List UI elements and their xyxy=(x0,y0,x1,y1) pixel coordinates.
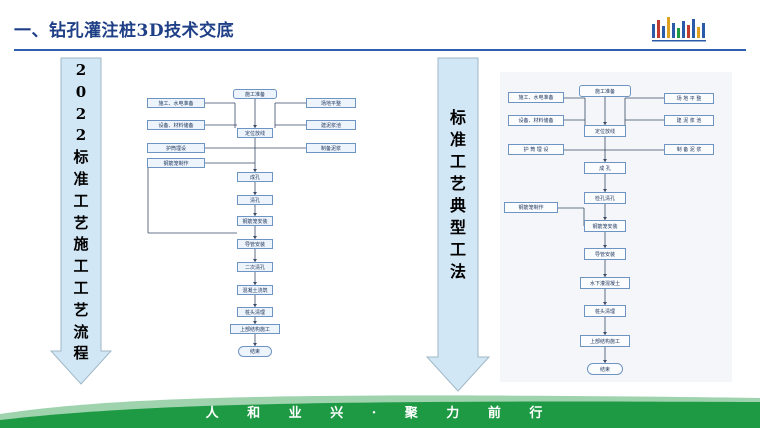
banner-char: 2 xyxy=(75,104,87,123)
flow2-side-right-node: 制 备 泥 浆 xyxy=(664,144,714,155)
connector-arrowhead xyxy=(253,125,257,128)
flow2-side-right-node: 建 泥 浆 池 xyxy=(664,115,714,126)
connector-arrowhead xyxy=(253,236,257,239)
middle-banner-arrow xyxy=(425,57,491,392)
banner-char: 法 xyxy=(449,262,466,281)
flow2-step-node: 检孔清孔 xyxy=(584,192,626,204)
connector-arrowhead xyxy=(603,332,607,335)
middle-banner-text: 标准工艺典型工法 xyxy=(443,110,473,286)
flow2-step-node: 水下灌混凝土 xyxy=(580,277,630,289)
flow2-step-node: 钢筋笼安装 xyxy=(584,220,626,232)
connector-arrowhead xyxy=(253,259,257,262)
connector-arrowhead xyxy=(253,282,257,285)
flow2-end-node: 结束 xyxy=(587,363,623,375)
flow2-side-right-node: 场 地 平 整 xyxy=(664,93,714,104)
flow2-side-left-node: 施工、水电准备 xyxy=(508,92,564,103)
flow2-step-node: 定位放线 xyxy=(584,125,626,137)
banner-char: 工 xyxy=(73,257,89,276)
connector-arrowhead xyxy=(603,189,607,192)
connector-arrowhead xyxy=(603,360,607,363)
flow1-side-left-node: 护筒埋设 xyxy=(147,143,205,153)
connector-arrowhead xyxy=(253,304,257,307)
banner-char: 型 xyxy=(449,218,466,237)
connector-arrowhead xyxy=(253,213,257,216)
footer-band xyxy=(0,395,760,428)
flow2-step-node: 桩头清理 xyxy=(584,305,626,317)
banner-char: 0 xyxy=(75,82,87,101)
flow1-side-left-node: 钢筋笼制作 xyxy=(147,158,205,168)
connector-arrowhead xyxy=(603,159,607,162)
banner-char: 工 xyxy=(449,240,466,259)
flow1-step-node: 桩头清理 xyxy=(237,307,273,317)
banner-char: 2 xyxy=(75,61,87,79)
connector-arrowhead xyxy=(253,192,257,195)
flow1-step-node: 成孔 xyxy=(237,172,273,182)
banner-char: 准 xyxy=(73,169,89,188)
banner-char: 艺 xyxy=(73,213,89,232)
flow1-step-node: 二次清孔 xyxy=(237,262,273,272)
connector-arrowhead xyxy=(253,169,257,172)
flow1-step-node: 上部结构施工 xyxy=(230,324,280,334)
left-banner-arrow xyxy=(50,57,112,385)
banner-char: 工 xyxy=(449,152,466,171)
connector-arrowhead xyxy=(253,343,257,346)
flow1-side-left-node: 设备、材料储备 xyxy=(147,120,205,130)
flow1-side-right-node: 建泥浆池 xyxy=(306,120,356,130)
banner-char: 准 xyxy=(449,130,466,149)
company-logo-icon xyxy=(652,17,706,42)
flow1-step-node: 定位放线 xyxy=(237,128,273,138)
connector-arrowhead xyxy=(603,245,607,248)
banner-char: 标 xyxy=(73,148,89,167)
flow2-side-left-node: 护 筒 埋 设 xyxy=(508,144,564,155)
flow2-step-node: 上部结构施工 xyxy=(580,335,630,347)
flow1-step-node: 导管安装 xyxy=(237,239,273,249)
flow1-side-right-node: 场地平整 xyxy=(306,98,356,108)
flow2-start-node: 施工准备 xyxy=(579,85,631,97)
flow1-step-node: 混凝土浇筑 xyxy=(237,285,273,295)
banner-char: 艺 xyxy=(73,300,89,319)
flow2-side-left-node: 设备、材料储备 xyxy=(508,115,564,126)
connector-arrowhead xyxy=(253,321,257,324)
banner-char: 工 xyxy=(73,278,89,297)
banner-char: 流 xyxy=(73,322,89,341)
flow2-step-node: 成 孔 xyxy=(584,162,626,174)
banner-char: 典 xyxy=(449,196,466,215)
flow1-side-right-node: 制备泥浆 xyxy=(306,143,356,153)
banner-char: 工 xyxy=(73,191,89,210)
flow1-step-node: 清孔 xyxy=(237,195,273,205)
banner-char: 2 xyxy=(75,126,87,145)
slide-title: 一、钻孔灌注桩3D技术交底 xyxy=(14,21,235,41)
connector-arrowhead xyxy=(603,302,607,305)
banner-char: 施 xyxy=(73,235,89,254)
connector-arrowhead xyxy=(603,217,607,220)
flow2-step-node: 导管安装 xyxy=(584,248,626,260)
flow1-side-left-node: 施工、水电准备 xyxy=(147,98,205,108)
banner-char: 程 xyxy=(73,344,89,363)
flow2-side-left-node: 钢筋笼制作 xyxy=(504,202,558,213)
flow1-step-node: 钢筋笼安装 xyxy=(237,216,273,226)
flow1-start-node: 施工准备 xyxy=(233,89,277,99)
connector-arrowhead xyxy=(603,274,607,277)
connector-arrowhead xyxy=(603,122,607,125)
title-underline xyxy=(14,49,746,51)
banner-char: 艺 xyxy=(449,174,466,193)
flow1-end-node: 结束 xyxy=(238,346,272,357)
footer-slogan: 人 和 业 兴 · 聚 力 前 行 xyxy=(205,406,555,421)
banner-char: 标 xyxy=(449,108,466,127)
